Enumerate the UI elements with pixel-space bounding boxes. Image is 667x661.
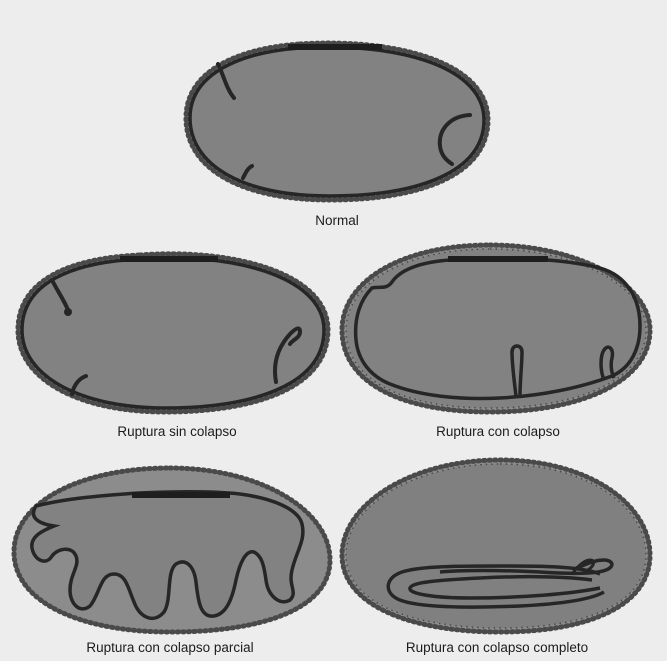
panel-ruptura-con-colapso <box>342 245 650 412</box>
caption-ruptura-colapso-parcial: Ruptura con colapso parcial <box>86 640 253 655</box>
con-colapso-bar <box>448 256 548 262</box>
normal-inner-membrane <box>190 47 484 196</box>
sin-colapso-inner-membrane <box>22 258 324 408</box>
caption-normal: Normal <box>315 213 359 228</box>
sin-colapso-bar <box>120 256 218 262</box>
panel-ruptura-colapso-completo <box>342 460 650 632</box>
panel-normal <box>186 43 488 200</box>
caption-ruptura-sin-colapso: Ruptura sin colapso <box>117 424 236 439</box>
panel-ruptura-sin-colapso <box>18 254 328 412</box>
normal-bar <box>288 44 382 50</box>
panel-ruptura-colapso-parcial <box>14 468 330 632</box>
caption-ruptura-con-colapso: Ruptura con colapso <box>436 424 560 439</box>
sin-colapso-fold-left-tip <box>64 308 72 316</box>
parcial-bar <box>132 492 230 498</box>
caption-ruptura-colapso-completo: Ruptura con colapso completo <box>406 640 588 655</box>
